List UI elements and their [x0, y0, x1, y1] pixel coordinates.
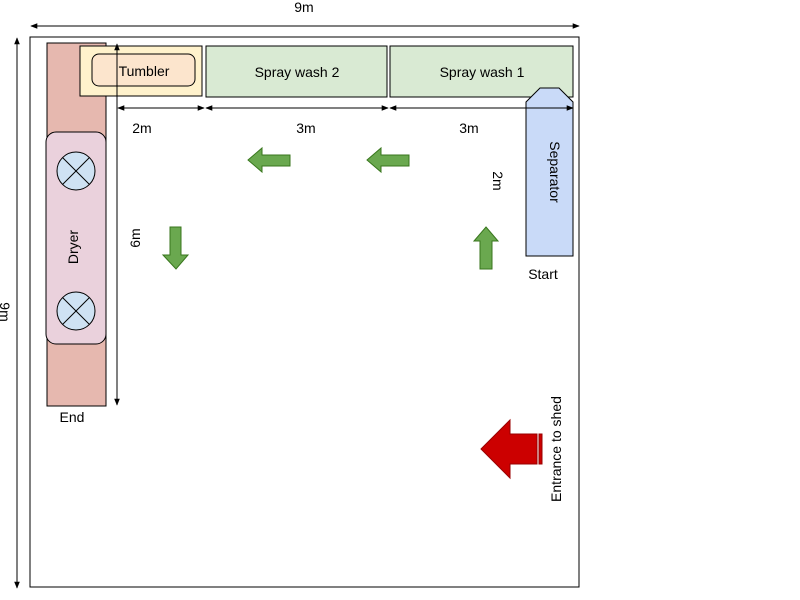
- left-dimension-label: 9m: [0, 302, 13, 321]
- flow-arrow-up: [472, 226, 500, 270]
- separator-label: Separator: [547, 141, 563, 203]
- dryer-fan-icon: [56, 291, 96, 331]
- spray-wash-1-label: Spray wash 1: [440, 64, 525, 80]
- entrance-arrow: [480, 418, 538, 480]
- top-dimension-label: 9m: [294, 0, 313, 15]
- shed-outline: [29, 36, 580, 588]
- tumbler-label: Tumbler: [119, 63, 170, 79]
- dim-label-vertical-left: 6m: [127, 228, 143, 247]
- spray-wash-2-label: Spray wash 2: [255, 64, 340, 80]
- dim-label-vertical-right: 2m: [490, 171, 506, 190]
- entrance-label: Entrance to shed: [548, 396, 564, 502]
- dryer-label: Dryer: [65, 230, 81, 265]
- spray-wash-2: [205, 45, 388, 98]
- dryer: [45, 131, 107, 345]
- dim-label-spray-2: 3m: [296, 120, 315, 136]
- dim-label-tumbler: 2m: [132, 120, 151, 136]
- dim-label-spray-1: 3m: [459, 120, 478, 136]
- separator: [525, 87, 574, 257]
- dryer-fan-icon: [56, 151, 96, 191]
- flow-arrow-down: [161, 226, 190, 270]
- flow-arrow-left: [247, 146, 291, 174]
- entrance-arrow-stripe: [538, 433, 543, 465]
- flow-arrow-left: [366, 146, 410, 174]
- start-label: Start: [528, 266, 558, 282]
- end-label: End: [60, 409, 85, 425]
